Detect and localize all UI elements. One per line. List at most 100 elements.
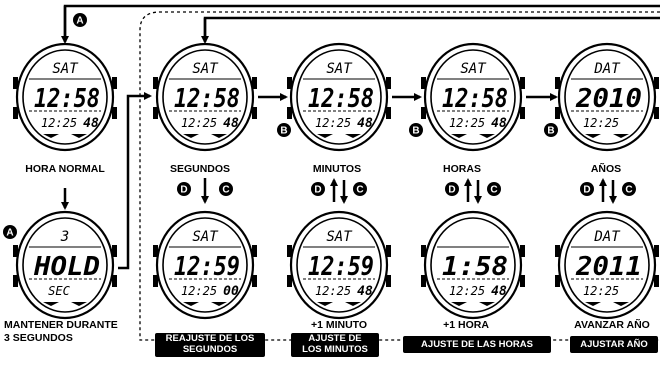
lcd-main-text: 12:58 — [174, 84, 240, 114]
badge-letter: B — [412, 126, 419, 137]
lcd-indicator-right — [613, 134, 629, 138]
lcd-top-text: DAT — [593, 61, 621, 77]
pusher-left-bottom — [287, 107, 292, 119]
button-badge-b: B — [544, 123, 558, 137]
lcd-indicator-right — [345, 302, 361, 306]
lcd-indicator-left — [183, 134, 199, 138]
badge-letter: A — [6, 228, 13, 239]
pusher-right-bottom — [252, 275, 257, 287]
lcd-main-text: HOLD — [33, 252, 100, 282]
badge-letter: D — [180, 185, 187, 196]
lcd-bottom-text: 12:25 — [449, 116, 485, 130]
return-dotted-line — [139, 11, 660, 341]
lcd-indicator-right — [211, 302, 227, 306]
pusher-left-bottom — [287, 275, 292, 287]
label-mantener-2: 3 SEGUNDOS — [4, 332, 73, 344]
badge-circle — [409, 123, 423, 137]
pusher-left-top — [421, 245, 426, 257]
badge-circle — [353, 182, 367, 196]
pusher-right-top — [654, 245, 659, 257]
watch-face — [430, 49, 516, 145]
lcd-indicator-right — [479, 134, 495, 138]
lcd-bottom-text: 12:25 — [315, 116, 351, 130]
badge-circle — [580, 182, 594, 196]
pusher-right-top — [654, 77, 659, 89]
lcd-main-text: 12:59 — [308, 252, 374, 282]
badge-letter: D — [314, 185, 321, 196]
pusher-left-top — [287, 77, 292, 89]
badge-letter: A — [76, 16, 83, 27]
pusher-left-bottom — [153, 275, 158, 287]
lcd-indicator-right — [345, 134, 361, 138]
banner-reajuste-segundos: REAJUSTE DE LOS SEGUNDOS — [155, 333, 265, 357]
lcd-indicator-left — [43, 302, 59, 306]
pusher-left-top — [13, 77, 18, 89]
flow-line-a — [63, 4, 660, 40]
lcd-main-text: 2011 — [575, 252, 642, 282]
lcd-indicator-left — [43, 134, 59, 138]
lcd-bottom-text: 12:25 — [583, 116, 619, 130]
lcd-seconds-text: 48 — [491, 284, 507, 299]
badge-letter: B — [547, 126, 554, 137]
lcd-bottom-text: 12:25 — [315, 284, 351, 298]
pusher-right-bottom — [112, 107, 117, 119]
lcd-bottom-text: 12:25 — [449, 284, 485, 298]
watch-face — [162, 49, 248, 145]
pusher-left-top — [421, 77, 426, 89]
lcd-seconds-text: 48 — [223, 116, 239, 131]
lcd-top-text: SAT — [326, 61, 353, 77]
lcd-bottom-text: 12:25 — [41, 116, 77, 130]
banner-ajustar-ano: AJUSTAR AÑO — [570, 336, 658, 353]
badge-circle — [445, 182, 459, 196]
pusher-right-top — [520, 245, 525, 257]
flow-line-segundos — [203, 16, 660, 40]
lcd-top-text: SAT — [192, 229, 219, 245]
badge-letter: C — [490, 185, 497, 196]
lcd-main-text: 1:58 — [442, 252, 508, 282]
badge-letter: C — [222, 185, 229, 196]
lcd-main-text: 12:58 — [442, 84, 508, 114]
badge-circle — [277, 123, 291, 137]
label-mantener-1: MANTENER DURANTE — [4, 319, 118, 331]
banner-ajuste-horas: AJUSTE DE LAS HORAS — [403, 336, 551, 353]
pusher-left-top — [287, 245, 292, 257]
pusher-left-bottom — [555, 275, 560, 287]
lcd-top-text: SAT — [192, 61, 219, 77]
lcd-indicator-right — [479, 302, 495, 306]
lcd-top-text: 3 — [60, 229, 69, 245]
pusher-right-bottom — [386, 107, 391, 119]
badge-circle — [544, 123, 558, 137]
button-badge-d: D — [445, 182, 459, 196]
pusher-left-top — [13, 245, 18, 257]
lcd-indicator-right — [613, 302, 629, 306]
badge-circle — [622, 182, 636, 196]
lcd-main-text: 12:59 — [174, 252, 240, 282]
pusher-left-bottom — [13, 275, 18, 287]
lcd-seconds-text: 48 — [491, 116, 507, 131]
lcd-indicator-left — [585, 302, 601, 306]
label-avanzar-ano: AVANZAR AÑO — [574, 319, 650, 331]
pusher-left-top — [555, 245, 560, 257]
lcd-indicator-left — [317, 134, 333, 138]
label-minutos: MINUTOS — [312, 163, 362, 175]
label-segundos: SEGUNDOS — [169, 163, 231, 175]
button-badge-d: D — [580, 182, 594, 196]
lcd-main-text: 12:58 — [308, 84, 374, 114]
pusher-right-bottom — [654, 275, 659, 287]
banner-reajuste-line2: SEGUNDOS — [182, 344, 238, 355]
label-horas: HORAS — [443, 163, 481, 175]
pusher-left-top — [153, 77, 158, 89]
lcd-indicator-right — [71, 134, 87, 138]
lcd-indicator-left — [317, 302, 333, 306]
lcd-top-text: DAT — [593, 229, 621, 245]
badge-letter: C — [356, 185, 363, 196]
